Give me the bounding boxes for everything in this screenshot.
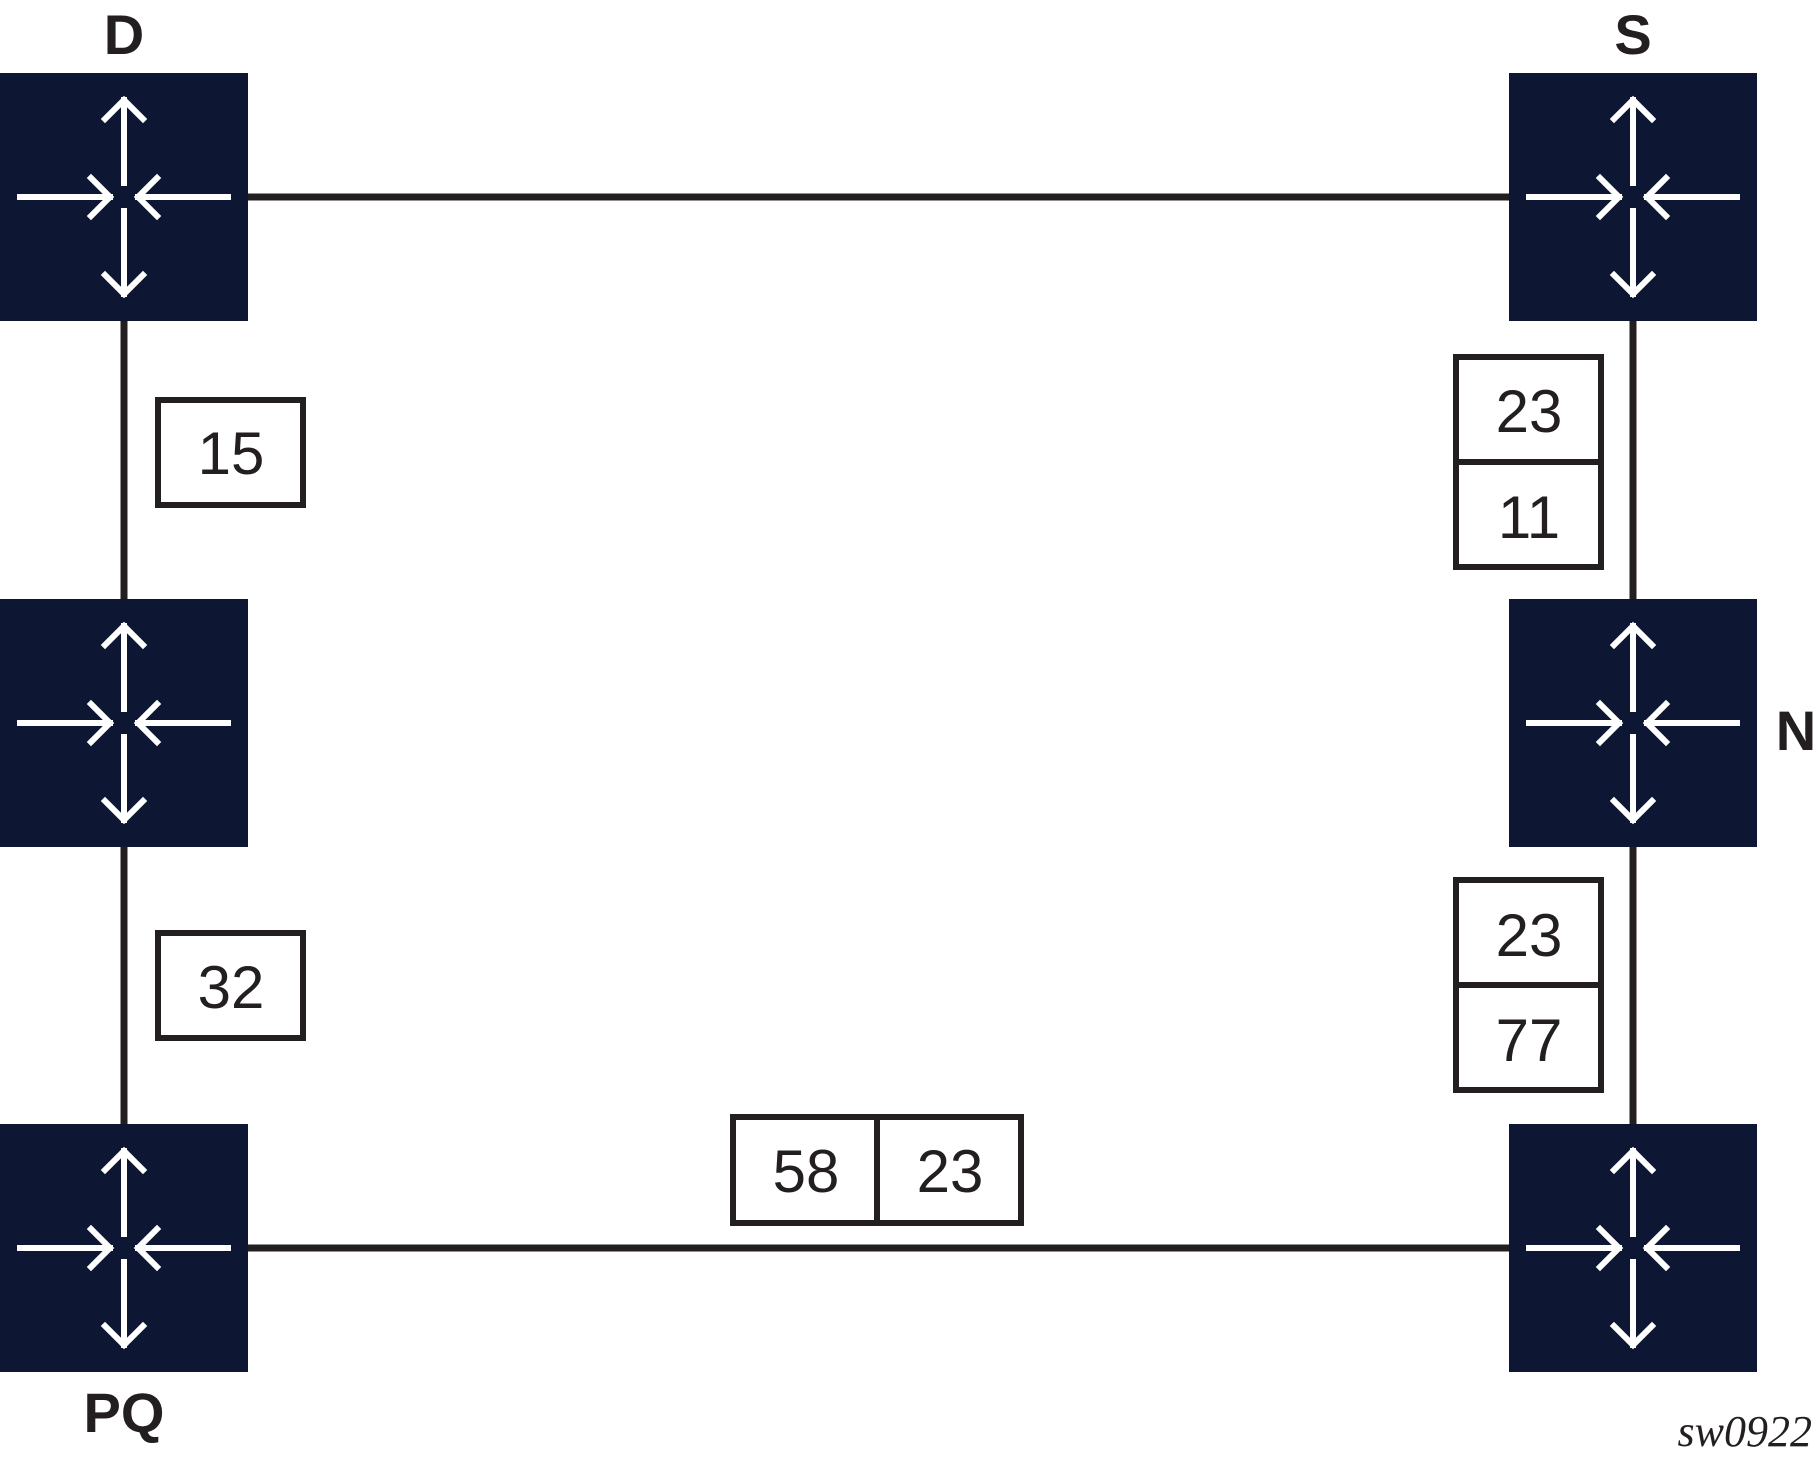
label-box	[155, 397, 306, 508]
label-value: 23	[1496, 378, 1563, 445]
router-icon	[1526, 1146, 1740, 1350]
label-box	[1453, 354, 1604, 465]
label-box	[874, 1114, 1024, 1226]
label-value: 23	[1496, 902, 1563, 969]
node-label-d: D	[104, 3, 144, 66]
label-value: 23	[917, 1138, 984, 1205]
label-value: 77	[1496, 1007, 1563, 1074]
router-icon	[17, 621, 231, 825]
node-label-pq: PQ	[84, 1381, 165, 1444]
router-bottom-right	[1509, 1124, 1757, 1372]
router-d	[0, 73, 248, 321]
label-value: 11	[1498, 484, 1560, 551]
figure-id: sw0922	[1678, 1407, 1812, 1456]
node-label-s: S	[1614, 3, 1651, 66]
router-mid-left	[0, 599, 248, 847]
router-pq	[0, 1124, 248, 1372]
router-icon	[1526, 95, 1740, 299]
label-stack-s-n: 23 11	[1453, 354, 1604, 570]
router-s	[1509, 73, 1757, 321]
router-icon	[17, 1146, 231, 1350]
router-n	[1509, 599, 1757, 847]
router-icon	[1526, 621, 1740, 825]
label-value: 15	[198, 420, 265, 487]
label-box	[1453, 982, 1604, 1093]
label-stack-mid-left-pq: 32	[155, 930, 306, 1041]
label-value: 58	[773, 1138, 840, 1205]
label-box	[155, 930, 306, 1041]
label-stack-d-mid-left: 15	[155, 397, 306, 508]
node-label-n: N	[1776, 699, 1816, 762]
label-box	[1453, 459, 1604, 570]
label-stack-n-bottom-right: 23 77	[1453, 877, 1604, 1093]
router-icon	[17, 95, 231, 299]
label-value: 32	[198, 954, 265, 1021]
label-stack-pq-bottom-right: 58 23	[730, 1114, 1024, 1226]
